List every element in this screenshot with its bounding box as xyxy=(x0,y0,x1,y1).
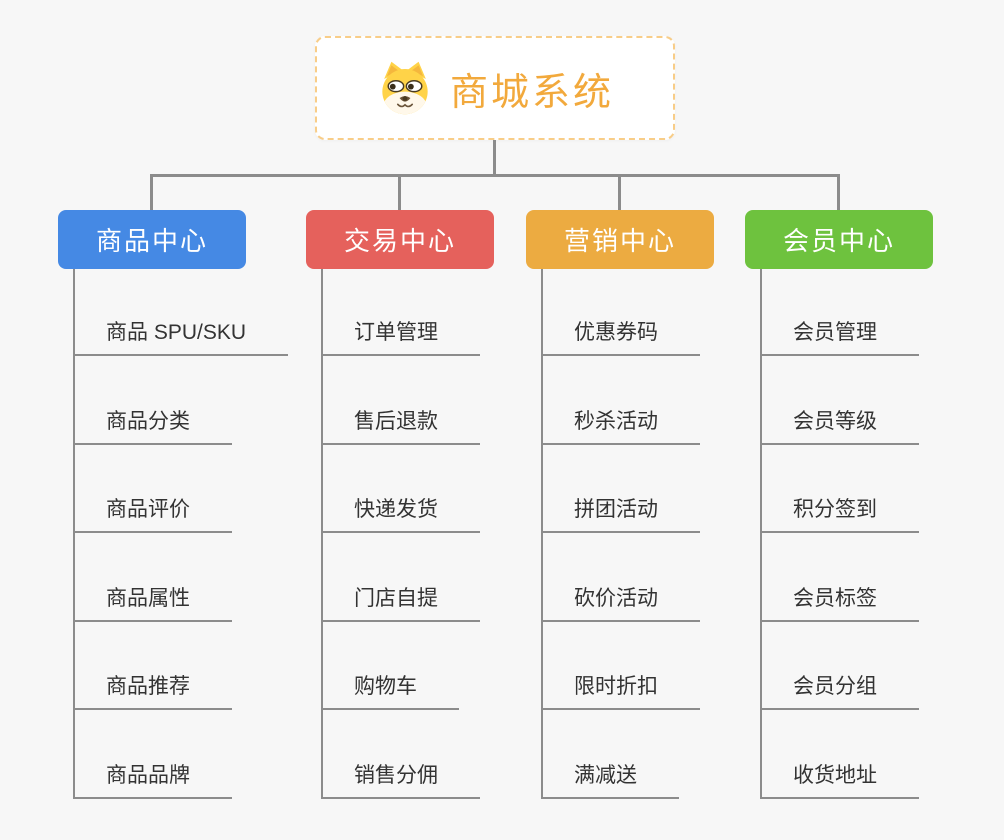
connector-rail xyxy=(151,174,839,177)
leaf-item[interactable]: 商品品牌 xyxy=(73,759,232,799)
branch-child-line xyxy=(541,269,543,799)
leaf-item[interactable]: 限时折扣 xyxy=(541,670,700,710)
connector-drop xyxy=(837,174,840,211)
branch-product-center: 商品中心 商品 SPU/SKU 商品分类 商品评价 商品属性 商品推荐 商品品牌 xyxy=(58,0,289,840)
connector-drop xyxy=(398,174,401,211)
leaf-item[interactable]: 积分签到 xyxy=(760,493,919,533)
leaf-item[interactable]: 销售分佣 xyxy=(321,759,480,799)
leaf-item[interactable]: 优惠券码 xyxy=(541,316,700,356)
leaf-item[interactable]: 快递发货 xyxy=(321,493,480,533)
leaf-item[interactable]: 收货地址 xyxy=(760,759,919,799)
branch-box-marketing-center[interactable]: 营销中心 xyxy=(526,210,714,269)
branch-member-center: 会员中心 会员管理 会员等级 积分签到 会员标签 会员分组 收货地址 xyxy=(745,0,933,840)
branch-box-product-center[interactable]: 商品中心 xyxy=(58,210,246,269)
leaf-item[interactable]: 会员标签 xyxy=(760,582,919,622)
branch-child-line xyxy=(321,269,323,799)
branch-child-line xyxy=(73,269,75,799)
leaf-item[interactable]: 售后退款 xyxy=(321,405,480,445)
branch-box-member-center[interactable]: 会员中心 xyxy=(745,210,933,269)
leaf-item[interactable]: 满减送 xyxy=(541,759,679,799)
root-node[interactable]: 商城系统 xyxy=(315,36,675,140)
leaf-item[interactable]: 商品属性 xyxy=(73,582,232,622)
leaf-item[interactable]: 商品评价 xyxy=(73,493,232,533)
leaf-item[interactable]: 会员管理 xyxy=(760,316,919,356)
connector-drop xyxy=(618,174,621,211)
leaf-item[interactable]: 会员等级 xyxy=(760,405,919,445)
root-title: 商城系统 xyxy=(449,71,614,114)
branch-trade-center: 交易中心 订单管理 售后退款 快递发货 门店自提 购物车 销售分佣 xyxy=(306,0,494,840)
branch-marketing-center: 营销中心 优惠券码 秒杀活动 拼团活动 砍价活动 限时折扣 满减送 xyxy=(526,0,714,840)
leaf-item[interactable]: 购物车 xyxy=(321,670,459,710)
branch-box-trade-center[interactable]: 交易中心 xyxy=(306,210,494,269)
connector-drop xyxy=(150,174,153,211)
leaf-item[interactable]: 商品分类 xyxy=(73,405,232,445)
leaf-item[interactable]: 秒杀活动 xyxy=(541,405,700,445)
leaf-item[interactable]: 会员分组 xyxy=(760,670,919,710)
branch-child-line xyxy=(760,269,762,799)
leaf-item[interactable]: 商品 SPU/SKU xyxy=(73,316,289,356)
leaf-item[interactable]: 砍价活动 xyxy=(541,582,700,622)
leaf-item[interactable]: 拼团活动 xyxy=(541,493,700,533)
leaf-item[interactable]: 门店自提 xyxy=(321,582,480,622)
connector-root-stub xyxy=(493,140,496,175)
leaf-item[interactable]: 商品推荐 xyxy=(73,670,232,710)
leaf-item[interactable]: 订单管理 xyxy=(321,316,480,356)
dog-face-icon xyxy=(376,59,434,117)
